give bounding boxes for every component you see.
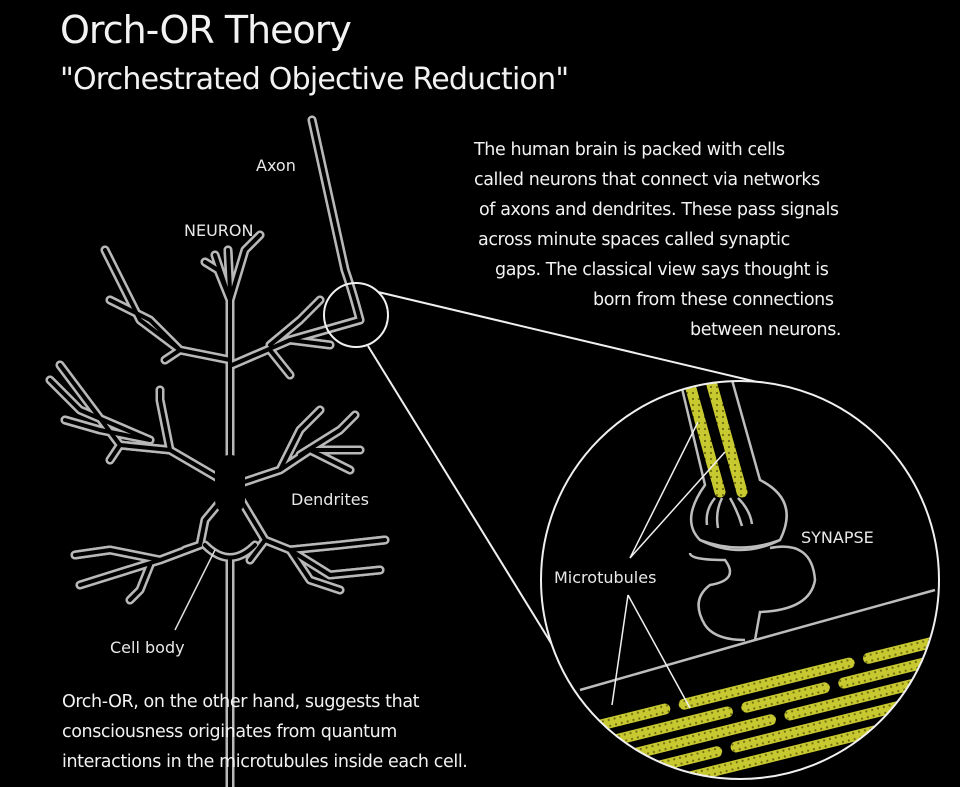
label-cell-body: Cell body [110,638,185,657]
label-neuron: NEURON [184,221,254,240]
intro-line: of axons and dendrites. These pass signa… [479,200,839,220]
zoom-circle-large [540,380,940,780]
page-title: Orch-OR Theory [60,8,352,52]
intro-line: across minute spaces called synaptic [478,230,790,250]
intro-line: called neurons that connect via networks [474,170,820,190]
label-microtubules: Microtubules [554,568,657,587]
intro-line: The human brain is packed with cells [474,140,785,160]
label-axon: Axon [256,156,296,175]
zoom-circle-small [323,282,389,348]
synapse-detail [541,381,939,779]
microtubules-drawing [684,381,748,498]
page-subtitle: "Orchestrated Objective Reduction" [60,62,569,97]
neuron-drawing [45,115,390,787]
intro-line: between neurons. [690,320,842,340]
intro-line: gaps. The classical view says thought is [495,260,829,280]
orch-line: Orch-OR, on the other hand, suggests tha… [62,692,420,712]
label-pointers [174,549,216,631]
magnifier [323,282,771,691]
orch-line: interactions in the microtubules inside … [62,752,468,772]
intro-line: born from these connections [593,290,834,310]
orch-line: consciousness originates from quantum [62,722,397,742]
label-dendrites: Dendrites [291,490,369,509]
label-synapse: SYNAPSE [801,528,874,547]
